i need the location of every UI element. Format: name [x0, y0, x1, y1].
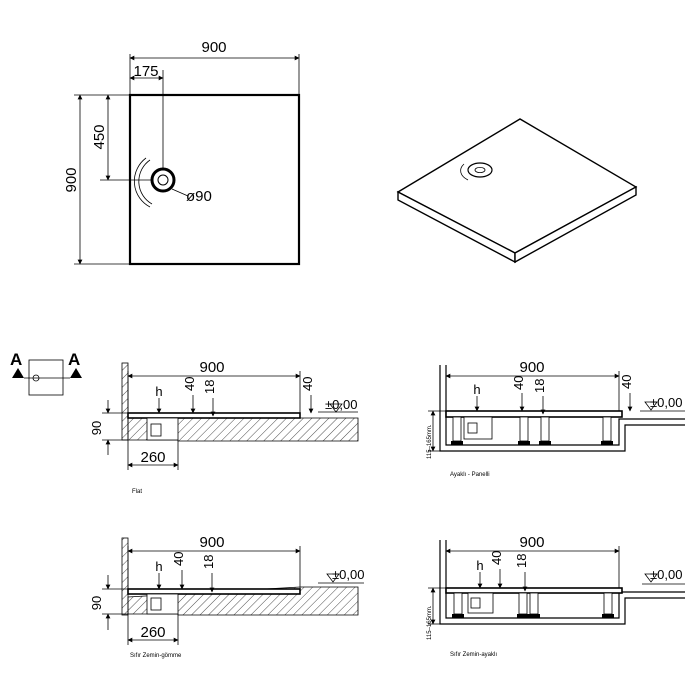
- s2-caption: Ayaklı - Panelli: [450, 472, 490, 478]
- s3-caption: Sıfır Zemin-gömme: [130, 653, 182, 659]
- s1-depth: 90: [89, 421, 104, 435]
- s3-h: h: [155, 559, 162, 574]
- s1-edge40: 40: [300, 377, 315, 391]
- s1-h: h: [155, 384, 162, 399]
- tray-section: [127, 588, 301, 595]
- s2-overall: 900: [519, 359, 544, 376]
- s4-overall: 900: [519, 534, 544, 551]
- section-marker-drain: [32, 374, 40, 382]
- s1-level: ±0,00: [325, 397, 357, 412]
- s3-drain-dist: 260: [140, 624, 165, 641]
- s4-level: ±0,00: [650, 567, 682, 582]
- s3-overall: 900: [199, 534, 224, 551]
- section-sifir-zemin-gomme: 900 h 40 18 ±0,00 90 260 Sıfır Zemin-göm…: [89, 534, 364, 659]
- leg: [518, 416, 530, 445]
- s4-caption: Sıfır Zemin-ayaklı: [450, 652, 497, 658]
- s2-edge40: 40: [619, 375, 634, 389]
- iso-drain-outer: [467, 162, 493, 178]
- section-letter-left: A: [10, 350, 22, 369]
- s3-depth: 90: [89, 596, 104, 610]
- s2-height-range: 115–165mm.: [427, 424, 433, 459]
- s2-h: h: [473, 382, 480, 397]
- s4-height-range: 115–165mm.: [427, 605, 433, 640]
- tray-section: [127, 412, 301, 419]
- top-view: 900 175 900 450 ø90: [63, 39, 301, 266]
- top-height-label: 900: [63, 167, 80, 192]
- s3-d40: 40: [171, 552, 186, 566]
- section-sifir-zemin-ayakli: 900 h 40 18 ±0,00 115–165mm. Sıfır Zemin…: [427, 534, 685, 658]
- s4-d18: 18: [514, 554, 529, 568]
- isometric-view: [396, 118, 638, 264]
- s4-h: h: [476, 558, 483, 573]
- section-arrow-right: [70, 368, 82, 378]
- s2-d18: 18: [532, 379, 547, 393]
- iso-side-face: [514, 185, 637, 264]
- section-arrow-left: [12, 368, 24, 378]
- leg: [602, 592, 614, 618]
- s3-d18: 18: [201, 555, 216, 569]
- s2-d40: 40: [511, 376, 526, 390]
- drain-inner: [157, 174, 169, 186]
- s3-level: ±0,00: [332, 567, 364, 582]
- s1-drain-dist: 260: [140, 449, 165, 466]
- s4-d40: 40: [489, 551, 504, 565]
- section-flat: 900 h 40 18 40 ±0,00 90 260 Flat: [89, 359, 359, 495]
- leg: [452, 592, 464, 618]
- s1-d18: 18: [202, 380, 217, 394]
- leg: [451, 416, 463, 445]
- tray-section: [445, 410, 623, 418]
- top-width-label: 900: [201, 39, 226, 56]
- leg: [601, 416, 613, 445]
- drain-diameter-label: ø90: [186, 188, 212, 205]
- leg: [539, 416, 551, 445]
- section-marker: A A: [10, 350, 82, 396]
- top-offset-x-label: 175: [133, 63, 158, 80]
- iso-drain-inner: [474, 166, 486, 173]
- iso-top-face: [396, 118, 638, 254]
- s1-d40: 40: [182, 377, 197, 391]
- leg: [528, 592, 540, 618]
- section-ayakli-panelli: 900 h 40 18 40 ±0,00 115–165mm. Ayaklı -…: [427, 359, 685, 478]
- section-marker-box: [28, 359, 64, 396]
- s2-level: ±0,00: [650, 395, 682, 410]
- tray-section: [445, 587, 623, 594]
- top-offset-y-label: 450: [91, 124, 108, 149]
- leg: [517, 592, 529, 618]
- s1-caption: Flat: [132, 489, 142, 495]
- section-letter-right: A: [68, 350, 80, 369]
- s1-overall: 900: [199, 359, 224, 376]
